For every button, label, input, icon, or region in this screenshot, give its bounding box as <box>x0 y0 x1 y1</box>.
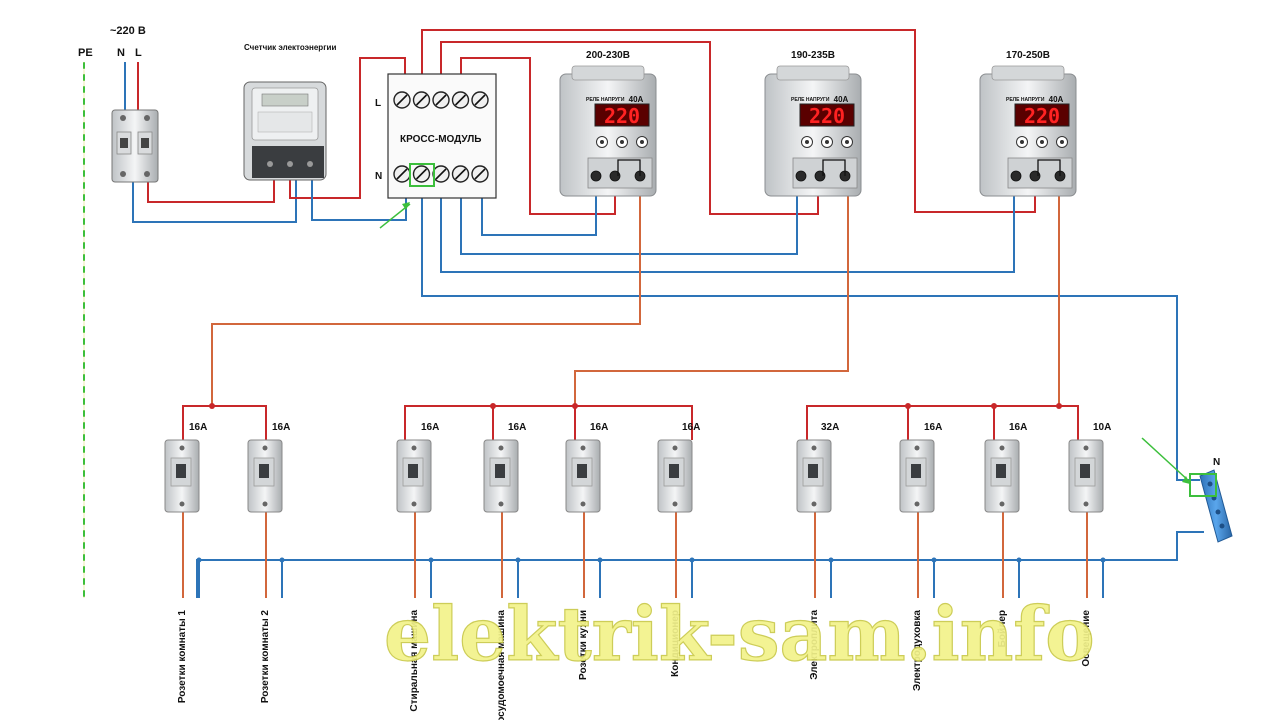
phase-to-meter <box>147 180 275 203</box>
neutral-to-bus <box>421 172 1200 481</box>
circuit-breaker: 16A <box>657 422 700 513</box>
breaker-rating-label: 32A <box>821 422 839 433</box>
relay-display <box>1014 103 1070 127</box>
circuit-breaker: 16A <box>984 422 1027 513</box>
neutral-bus-bar <box>1141 437 1233 543</box>
circuit-breaker: 10A <box>1068 422 1111 513</box>
breaker-rating-label: 16A <box>1009 422 1027 433</box>
relay-2-out <box>574 182 849 406</box>
breaker-rating-label: 16A <box>421 422 439 433</box>
relay-range-label: 190-235В <box>791 50 835 61</box>
relay-display-value: 220 <box>1024 104 1060 128</box>
highlight-n-terminal <box>409 163 435 187</box>
neutral-distribution <box>196 531 1204 598</box>
relay-display-value: 220 <box>604 104 640 128</box>
load-label: Посудомоечная машина <box>496 610 507 720</box>
load-label: Электродуховка <box>912 610 923 691</box>
breaker-rating-label: 16A <box>508 422 526 433</box>
phase-meter-to-module <box>289 57 406 199</box>
terminal-screw <box>412 165 431 183</box>
down-button <box>801 136 813 148</box>
l-label: L <box>135 47 142 59</box>
info-button <box>1036 136 1048 148</box>
terminal-screw <box>451 91 470 109</box>
terminal-screw <box>471 91 489 109</box>
load-label: Электроплита <box>809 610 820 680</box>
load-label: Бойлер <box>997 610 1008 647</box>
info-button <box>821 136 833 148</box>
terminal-screw <box>471 165 489 183</box>
terminal-screw <box>451 165 470 183</box>
group-1-phase <box>182 405 267 440</box>
neutral-to-relay-2 <box>460 172 798 255</box>
supply-voltage-label: ~220 В <box>110 25 146 37</box>
relay-range-label: 170-250В <box>1006 50 1050 61</box>
terminal-screw <box>393 165 411 183</box>
circuit-breaker: 16A <box>164 422 207 513</box>
terminal-screw <box>432 165 450 183</box>
electricity-meter <box>243 81 327 181</box>
breaker-rating-label: 16A <box>590 422 608 433</box>
circuit-breaker: 16A <box>565 422 608 513</box>
relay-brand-label: РЕЛЕ НАПРУГИ <box>1006 97 1045 103</box>
breaker-rating-label: 10A <box>1093 422 1111 433</box>
load-label: Кондиционер <box>670 610 681 677</box>
terminal-screw <box>393 91 411 109</box>
relay-current-label: 40A <box>834 95 849 104</box>
neutral-to-relay-3 <box>440 172 1015 273</box>
terminal-screw <box>432 91 450 109</box>
terminal-screw <box>412 91 431 109</box>
n-label: N <box>117 47 125 59</box>
cross-module-n-label: N <box>375 171 382 182</box>
load-label: Освещение <box>1081 610 1092 667</box>
relay-display <box>594 103 650 127</box>
breaker-rating-label: 16A <box>189 422 207 433</box>
down-button <box>1016 136 1028 148</box>
circuit-breaker: 16A <box>396 422 439 513</box>
neutral-bus-label: N <box>1213 457 1220 468</box>
neutral-to-relay-1 <box>481 172 597 236</box>
neutral-to-meter <box>132 180 297 223</box>
main-breaker <box>111 109 159 183</box>
load-label: Розетки комнаты 1 <box>177 610 188 704</box>
relay-1-out <box>211 182 641 406</box>
down-button <box>596 136 608 148</box>
phase-to-relay-3 <box>421 29 1036 213</box>
meter-title: Счетчик электоэнергии <box>244 43 336 52</box>
load-label: Розетки комнаты 2 <box>260 610 271 704</box>
up-button <box>841 136 853 148</box>
relay-range-label: 200-230В <box>586 50 630 61</box>
load-label: Розетки кухни <box>578 610 589 680</box>
circuit-breaker: 16A <box>899 422 942 513</box>
relay-brand-label: РЕЛЕ НАПРУГИ <box>791 97 830 103</box>
relay-display <box>799 103 855 127</box>
relay-current-label: 40A <box>1049 95 1064 104</box>
circuit-breaker: 32A <box>796 422 839 513</box>
relay-brand-label: РЕЛЕ НАПРУГИ <box>586 97 625 103</box>
breaker-rating-label: 16A <box>682 422 700 433</box>
breaker-rating-label: 16A <box>924 422 942 433</box>
up-button <box>636 136 648 148</box>
watermark: elektrik-sam.info <box>384 592 1095 678</box>
circuit-breaker: 16A <box>483 422 526 513</box>
group-3-phase <box>806 405 1079 440</box>
info-button <box>616 136 628 148</box>
cross-module-l-label: L <box>375 98 381 109</box>
cross-module <box>379 73 497 229</box>
group-2-phase <box>404 405 693 440</box>
cross-module-title: КРОСС-МОДУЛЬ <box>400 134 481 145</box>
pe-label: PE <box>78 47 93 59</box>
phase-to-relay-2 <box>440 41 819 215</box>
relay-current-label: 40A <box>629 95 644 104</box>
relay-display-value: 220 <box>809 104 845 128</box>
breaker-rating-label: 16A <box>272 422 290 433</box>
up-button <box>1056 136 1068 148</box>
circuit-breaker: 16A <box>247 422 290 513</box>
load-label: Стиральная машина <box>409 610 420 712</box>
phase-to-relay-1 <box>460 57 616 215</box>
